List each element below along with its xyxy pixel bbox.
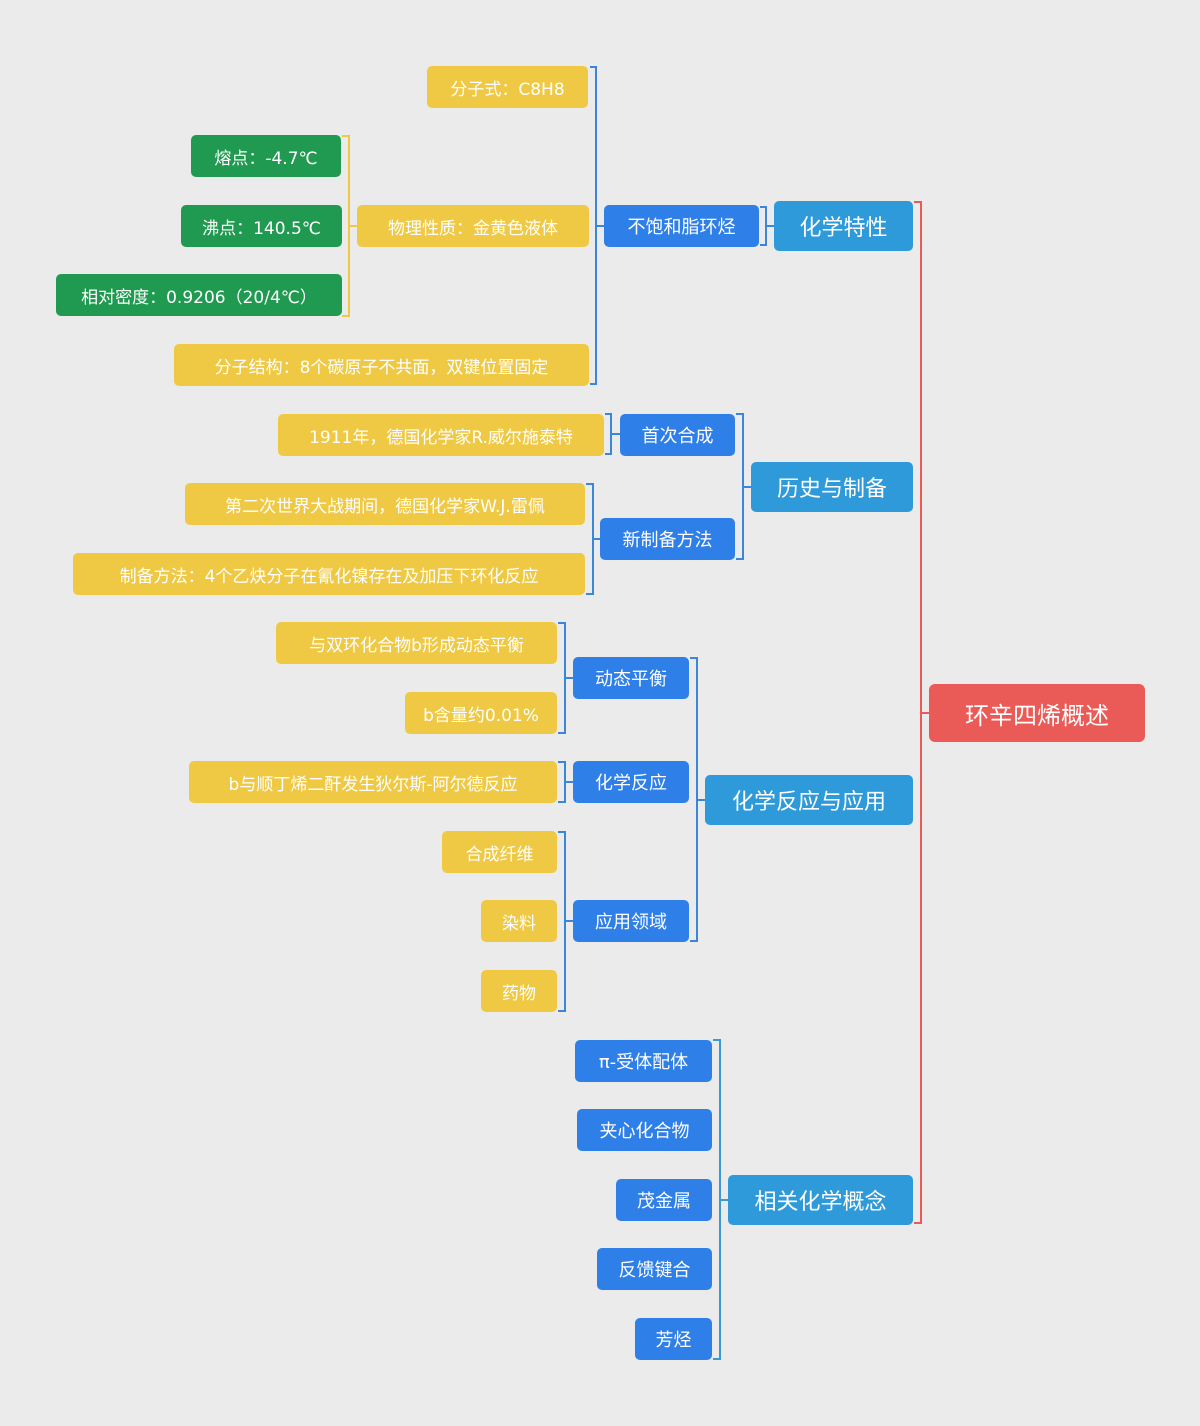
connector bbox=[697, 799, 706, 801]
leaf-boiling-point[interactable]: 沸点：140.5℃ bbox=[181, 205, 342, 247]
branch-history-preparation[interactable]: 历史与制备 bbox=[751, 462, 913, 512]
node-unsaturated-alicyclic[interactable]: 不饱和脂环烃 bbox=[604, 205, 759, 247]
connector bbox=[720, 1199, 728, 1201]
node-back-bonding[interactable]: 反馈键合 bbox=[597, 1248, 712, 1290]
branch-related-concepts[interactable]: 相关化学概念 bbox=[728, 1175, 913, 1225]
connector bbox=[349, 225, 357, 227]
root-node[interactable]: 环辛四烯概述 bbox=[929, 684, 1145, 742]
node-arene[interactable]: 芳烃 bbox=[635, 1318, 712, 1360]
connector bbox=[766, 225, 775, 227]
node-sandwich-compound[interactable]: 夹心化合物 bbox=[577, 1109, 712, 1151]
connector bbox=[611, 433, 620, 435]
leaf-equilibrium-b[interactable]: 与双环化合物b形成动态平衡 bbox=[276, 622, 557, 664]
node-application-fields[interactable]: 应用领域 bbox=[573, 900, 689, 942]
node-dynamic-equilibrium[interactable]: 动态平衡 bbox=[573, 657, 689, 699]
leaf-dyes[interactable]: 染料 bbox=[481, 900, 557, 942]
branch-reactions-applications[interactable]: 化学反应与应用 bbox=[705, 775, 913, 825]
leaf-molecular-structure[interactable]: 分子结构：8个碳原子不共面，双键位置固定 bbox=[174, 344, 589, 386]
connector bbox=[565, 677, 573, 679]
leaf-melting-point[interactable]: 熔点：-4.7℃ bbox=[191, 135, 341, 177]
node-first-synthesis[interactable]: 首次合成 bbox=[620, 414, 735, 456]
leaf-preparation-method[interactable]: 制备方法：4个乙炔分子在氰化镍存在及加压下环化反应 bbox=[73, 553, 585, 595]
branch-chemical-properties[interactable]: 化学特性 bbox=[774, 201, 913, 251]
node-metallocene[interactable]: 茂金属 bbox=[616, 1179, 712, 1221]
node-pi-acceptor-ligand[interactable]: π-受体配体 bbox=[575, 1040, 712, 1082]
node-new-method[interactable]: 新制备方法 bbox=[600, 518, 735, 560]
leaf-willstatter-1911[interactable]: 1911年，德国化学家R.威尔施泰特 bbox=[278, 414, 604, 456]
leaf-physical-properties[interactable]: 物理性质：金黄色液体 bbox=[357, 205, 589, 247]
leaf-reppe-wwii[interactable]: 第二次世界大战期间，德国化学家W.J.雷佩 bbox=[185, 483, 585, 525]
connector bbox=[565, 781, 573, 783]
leaf-b-content[interactable]: b含量约0.01% bbox=[405, 692, 557, 734]
leaf-relative-density[interactable]: 相对密度：0.9206（20/4℃） bbox=[56, 274, 342, 316]
root-connector bbox=[921, 712, 930, 714]
connector bbox=[565, 920, 573, 922]
leaf-molecular-formula[interactable]: 分子式：C8H8 bbox=[427, 66, 588, 108]
connector bbox=[596, 225, 605, 227]
connector bbox=[593, 538, 601, 540]
node-chemical-reaction[interactable]: 化学反应 bbox=[573, 761, 689, 803]
leaf-synthetic-fiber[interactable]: 合成纤维 bbox=[442, 831, 557, 873]
leaf-medicine[interactable]: 药物 bbox=[481, 970, 557, 1012]
leaf-diels-alder[interactable]: b与顺丁烯二酐发生狄尔斯-阿尔德反应 bbox=[189, 761, 557, 803]
connector bbox=[743, 486, 752, 488]
